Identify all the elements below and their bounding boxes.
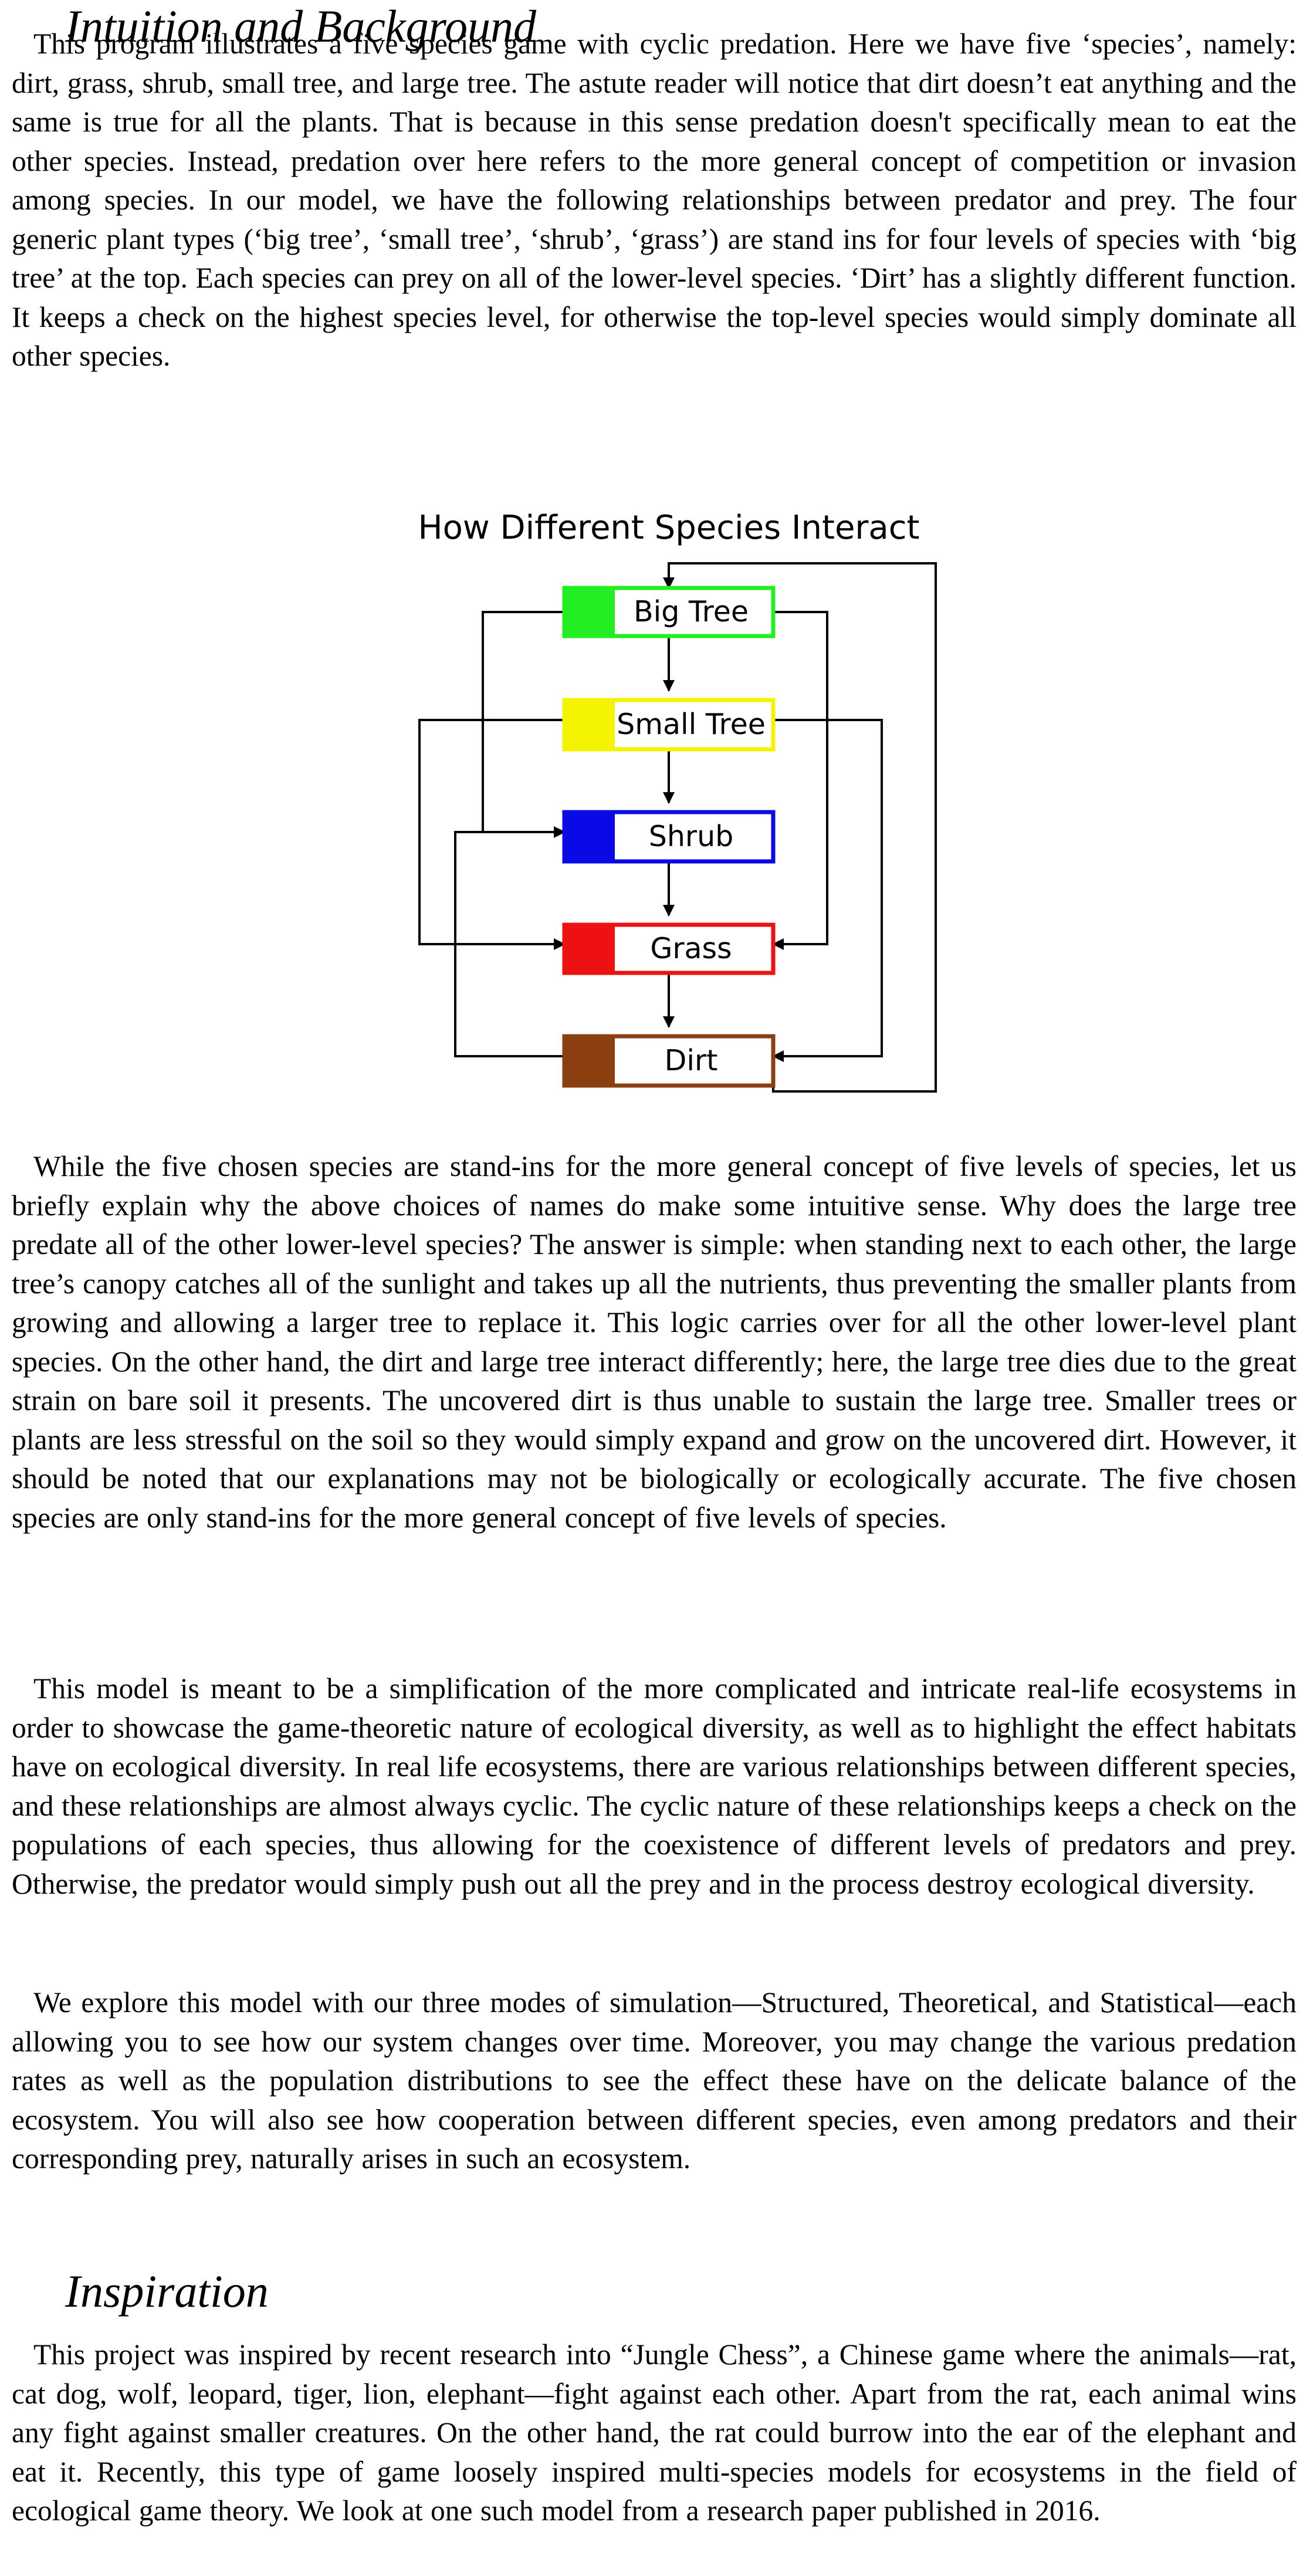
node-shrub: Shrub	[562, 810, 776, 864]
species-interaction-diagram: Big Tree Small Tree Shrub Grass Dirt	[370, 505, 968, 1112]
node-small-tree: Small Tree	[562, 698, 776, 752]
node-label-dirt: Dirt	[665, 1044, 718, 1077]
node-label-grass: Grass	[650, 932, 732, 965]
section-heading-intuition: Intuition and Background	[65, 1, 537, 52]
node-grass: Grass	[562, 922, 776, 975]
node-dirt: Dirt	[562, 1034, 776, 1088]
paragraph-simulation-modes: We explore this model with our three mod…	[12, 1986, 1297, 2175]
paragraph-species-explanation: While the five chosen species are stand-…	[12, 1150, 1297, 1534]
node-big-tree: Big Tree	[562, 586, 776, 638]
paragraph-model-simplification: This model is meant to be a simplificati…	[12, 1672, 1297, 1900]
diagram-svg: Big Tree Small Tree Shrub Grass Dirt	[418, 562, 937, 1093]
paragraph-inspiration: This project was inspired by recent rese…	[12, 2338, 1297, 2527]
node-label-shrub: Shrub	[649, 820, 733, 853]
paragraph-intro: This program illustrates a five species …	[12, 28, 1297, 372]
section-heading-inspiration: Inspiration	[65, 2266, 269, 2317]
node-label-big-tree: Big Tree	[634, 595, 749, 628]
diagram-title: How Different Species Interact	[418, 509, 920, 547]
node-label-small-tree: Small Tree	[617, 708, 766, 741]
